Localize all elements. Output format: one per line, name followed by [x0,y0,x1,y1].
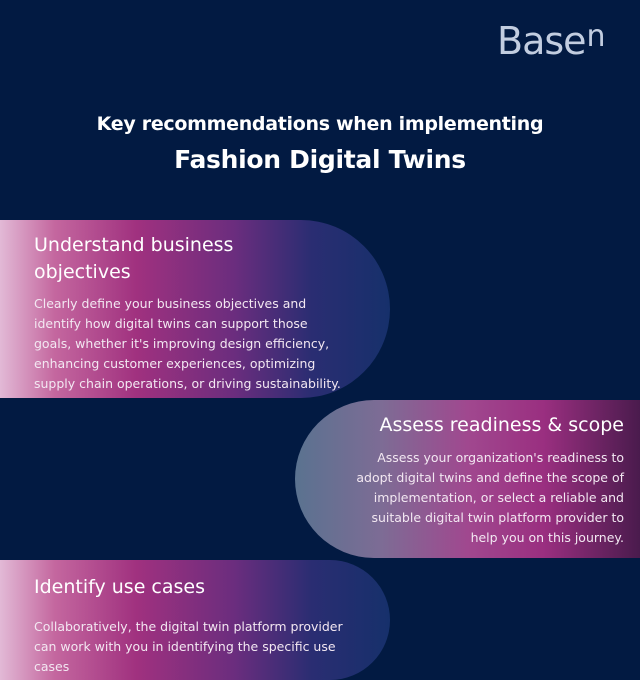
card-body: Collaboratively, the digital twin platfo… [34,619,343,674]
logo-text: Base [497,19,587,63]
card-title: Assess readiness & scope [379,414,624,436]
card-title: Understand business objectives [34,234,234,283]
page-title: Fashion Digital Twins [174,145,466,174]
basen-logo: Basen [497,19,606,63]
recommendation-card-business-objectives: Understand business objectives Clearly d… [0,220,390,398]
recommendation-card-use-cases: Identify use cases Collaboratively, the … [0,560,390,680]
card-title: Identify use cases [34,576,206,598]
page-subtitle: Key recommendations when implementing [96,113,544,135]
logo-superscript: n [586,19,606,54]
card-body: Clearly define your business objectives … [34,296,341,391]
recommendation-card-readiness-scope: Assess readiness & scope Assess your org… [295,400,640,558]
card-body: Assess your organization's readiness to … [356,450,624,545]
